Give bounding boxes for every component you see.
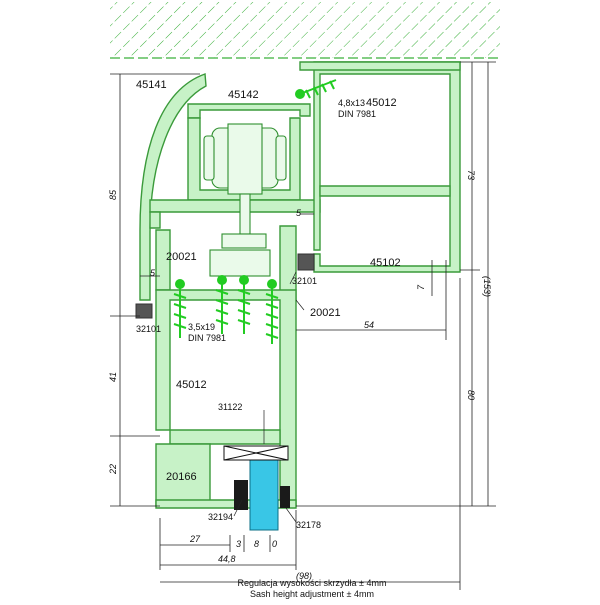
profile-45012-frame [313,61,461,273]
dim-5a: 5 [150,268,156,278]
dim-0: 0 [272,539,277,549]
label-32194: 32194 [208,512,233,522]
label-45012-top: 45012 [366,97,397,109]
dim-54: 54 [364,320,374,330]
profile-45012-top-lip [299,61,461,71]
label-31122: 31122 [218,402,242,412]
roller-carriage [203,123,287,277]
label-32101-b: 32101 [292,276,317,286]
label-45142: 45142 [228,89,259,101]
label-screw-top-size: 4,8x13 [338,98,365,108]
screw-4 [265,279,279,344]
glazing [223,445,290,531]
profile-45141 [139,73,207,301]
label-screw-top-std: DIN 7981 [338,109,376,119]
label-20021-b: 20021 [310,307,341,319]
label-20166: 20166 [166,471,197,483]
label-45012-bottom: 45012 [176,379,207,391]
label-screw-mid-size: 3,5x19 [188,322,215,332]
dim-7: 7 [416,284,426,290]
dim-80: 80 [466,390,476,400]
caption-pl: Regulacja wysokości skrzydła ± 4mm [238,578,387,588]
dim-3: 3 [236,539,241,549]
dim-27: 27 [189,534,201,544]
leader-lines [233,271,305,523]
profile-45012-sash [155,289,297,507]
profile-45142 [187,103,311,119]
dim-22: 22 [108,464,118,475]
dim-5b: 5 [296,208,302,218]
screw-top [295,79,337,99]
profile-frame-web [149,211,161,229]
dim-85: 85 [108,189,118,200]
frame-profiles [139,61,461,301]
label-screw-mid-std: DIN 7981 [188,333,226,343]
ceiling-hatch [110,2,500,59]
profile-20021-right [279,225,297,301]
screw-2 [215,275,229,334]
caption-en: Sash height adjustment ± 4mm [250,589,374,599]
label-32101-a: 32101 [136,324,161,334]
profile-carrier-base [149,199,321,213]
dim-41: 41 [108,372,118,382]
screw-3 [237,275,251,334]
sash-profiles [155,225,297,509]
dim-153: (153) [482,276,492,297]
glass-pane [249,459,279,531]
screws [173,79,337,344]
dim-8: 8 [254,539,259,549]
label-20021-a: 20021 [166,251,197,263]
dim-73: 73 [466,170,476,180]
dimension-lines [110,61,496,590]
label-45141: 45141 [136,79,167,91]
profile-31122 [169,429,281,445]
brush-seals [135,253,315,319]
label-32178: 32178 [296,520,321,530]
dim-44-8: 44,8 [218,554,236,564]
dim-98: (98) [296,571,312,581]
label-45102: 45102 [370,257,401,269]
screw-1 [173,279,187,338]
profile-45012-rib [319,185,451,197]
